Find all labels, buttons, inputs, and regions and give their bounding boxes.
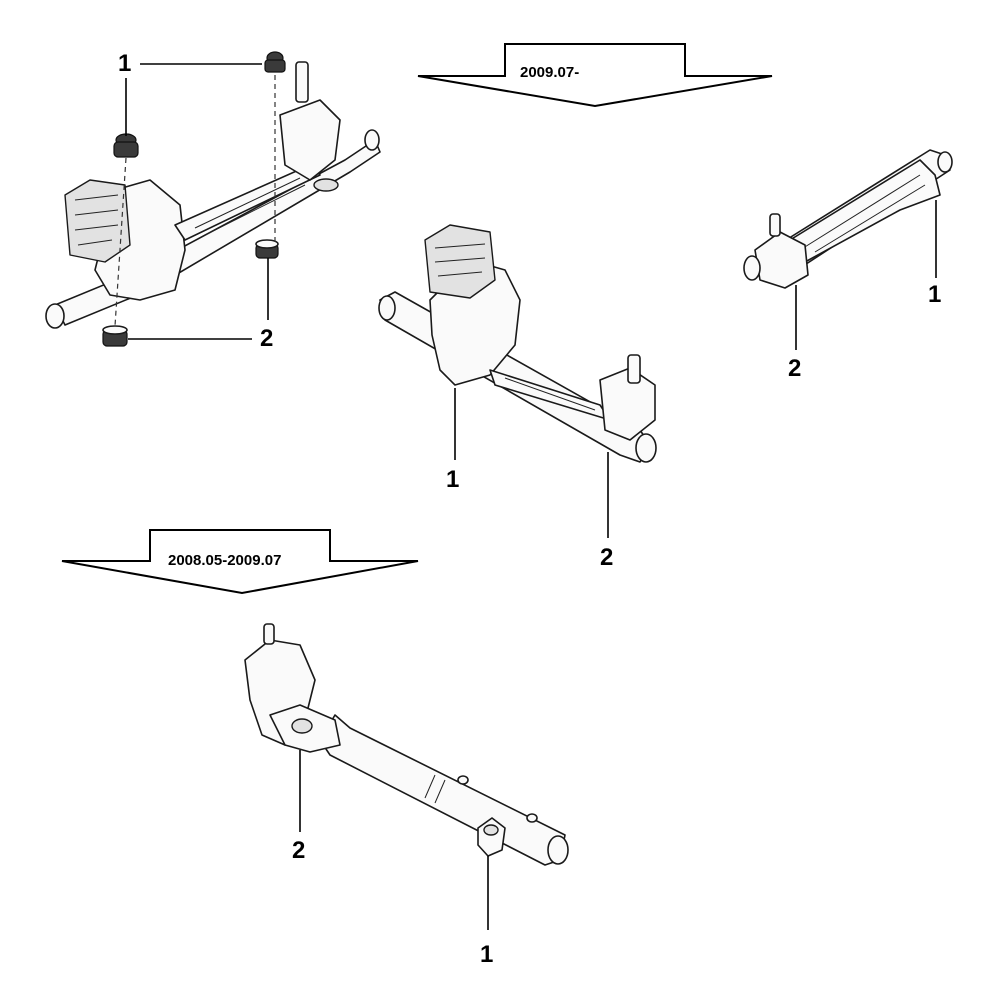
input-shaft [627,354,641,384]
steering-rack-assembly-d: 2 1 [244,623,569,968]
callout-b-2: 2 [600,544,613,571]
rack-end-left [743,255,761,281]
callout-c-2: 2 [788,355,801,382]
input-shaft [769,213,781,237]
power-steering-motor [64,179,131,263]
steering-rack-assembly-c: 1 2 [743,149,953,382]
steering-rack-assembly-b: 1 2 [378,224,657,571]
banner-label-top: 2009.07- [520,64,579,81]
fitting-boss-upper [457,775,469,785]
banner-label-bottom: 2008.05-2009.07 [168,552,281,569]
mount-bushing-top [264,51,286,73]
callout-d-2: 2 [292,837,305,864]
pinion-valve-housing [279,99,341,181]
rack-tube [319,714,566,866]
callout-c-1: 1 [928,281,941,308]
rack-end-right [635,433,657,463]
mount-bushing-lower-left [102,325,128,347]
mount-bushing-mid [113,133,139,158]
callout-b-1: 1 [446,466,459,493]
steering-rack-assembly-a: 1 2 [45,50,381,352]
version-banner-top: 2009.07- [417,43,773,108]
pinion-collar [313,178,339,192]
rack-end-right [547,835,569,865]
banner-arrow-top [417,43,773,108]
rack-end-left [378,295,396,321]
version-banner-bottom: 2008.05-2009.07 [61,529,419,595]
callout-d-1: 1 [480,941,493,968]
input-shaft [295,61,309,103]
power-steering-motor [424,224,496,299]
banner-arrow-bottom [61,529,419,595]
mount-bushing-lower-right [255,239,279,259]
rack-end-right [937,151,953,173]
input-shaft [263,623,275,645]
rack-end-right [364,129,380,151]
callout-a-1: 1 [118,50,131,77]
fitting-boss-lower [526,813,538,823]
tube-step [424,774,446,804]
callout-a-2: 2 [260,325,273,352]
rack-rail [789,159,941,263]
rack-end-left [45,303,65,329]
